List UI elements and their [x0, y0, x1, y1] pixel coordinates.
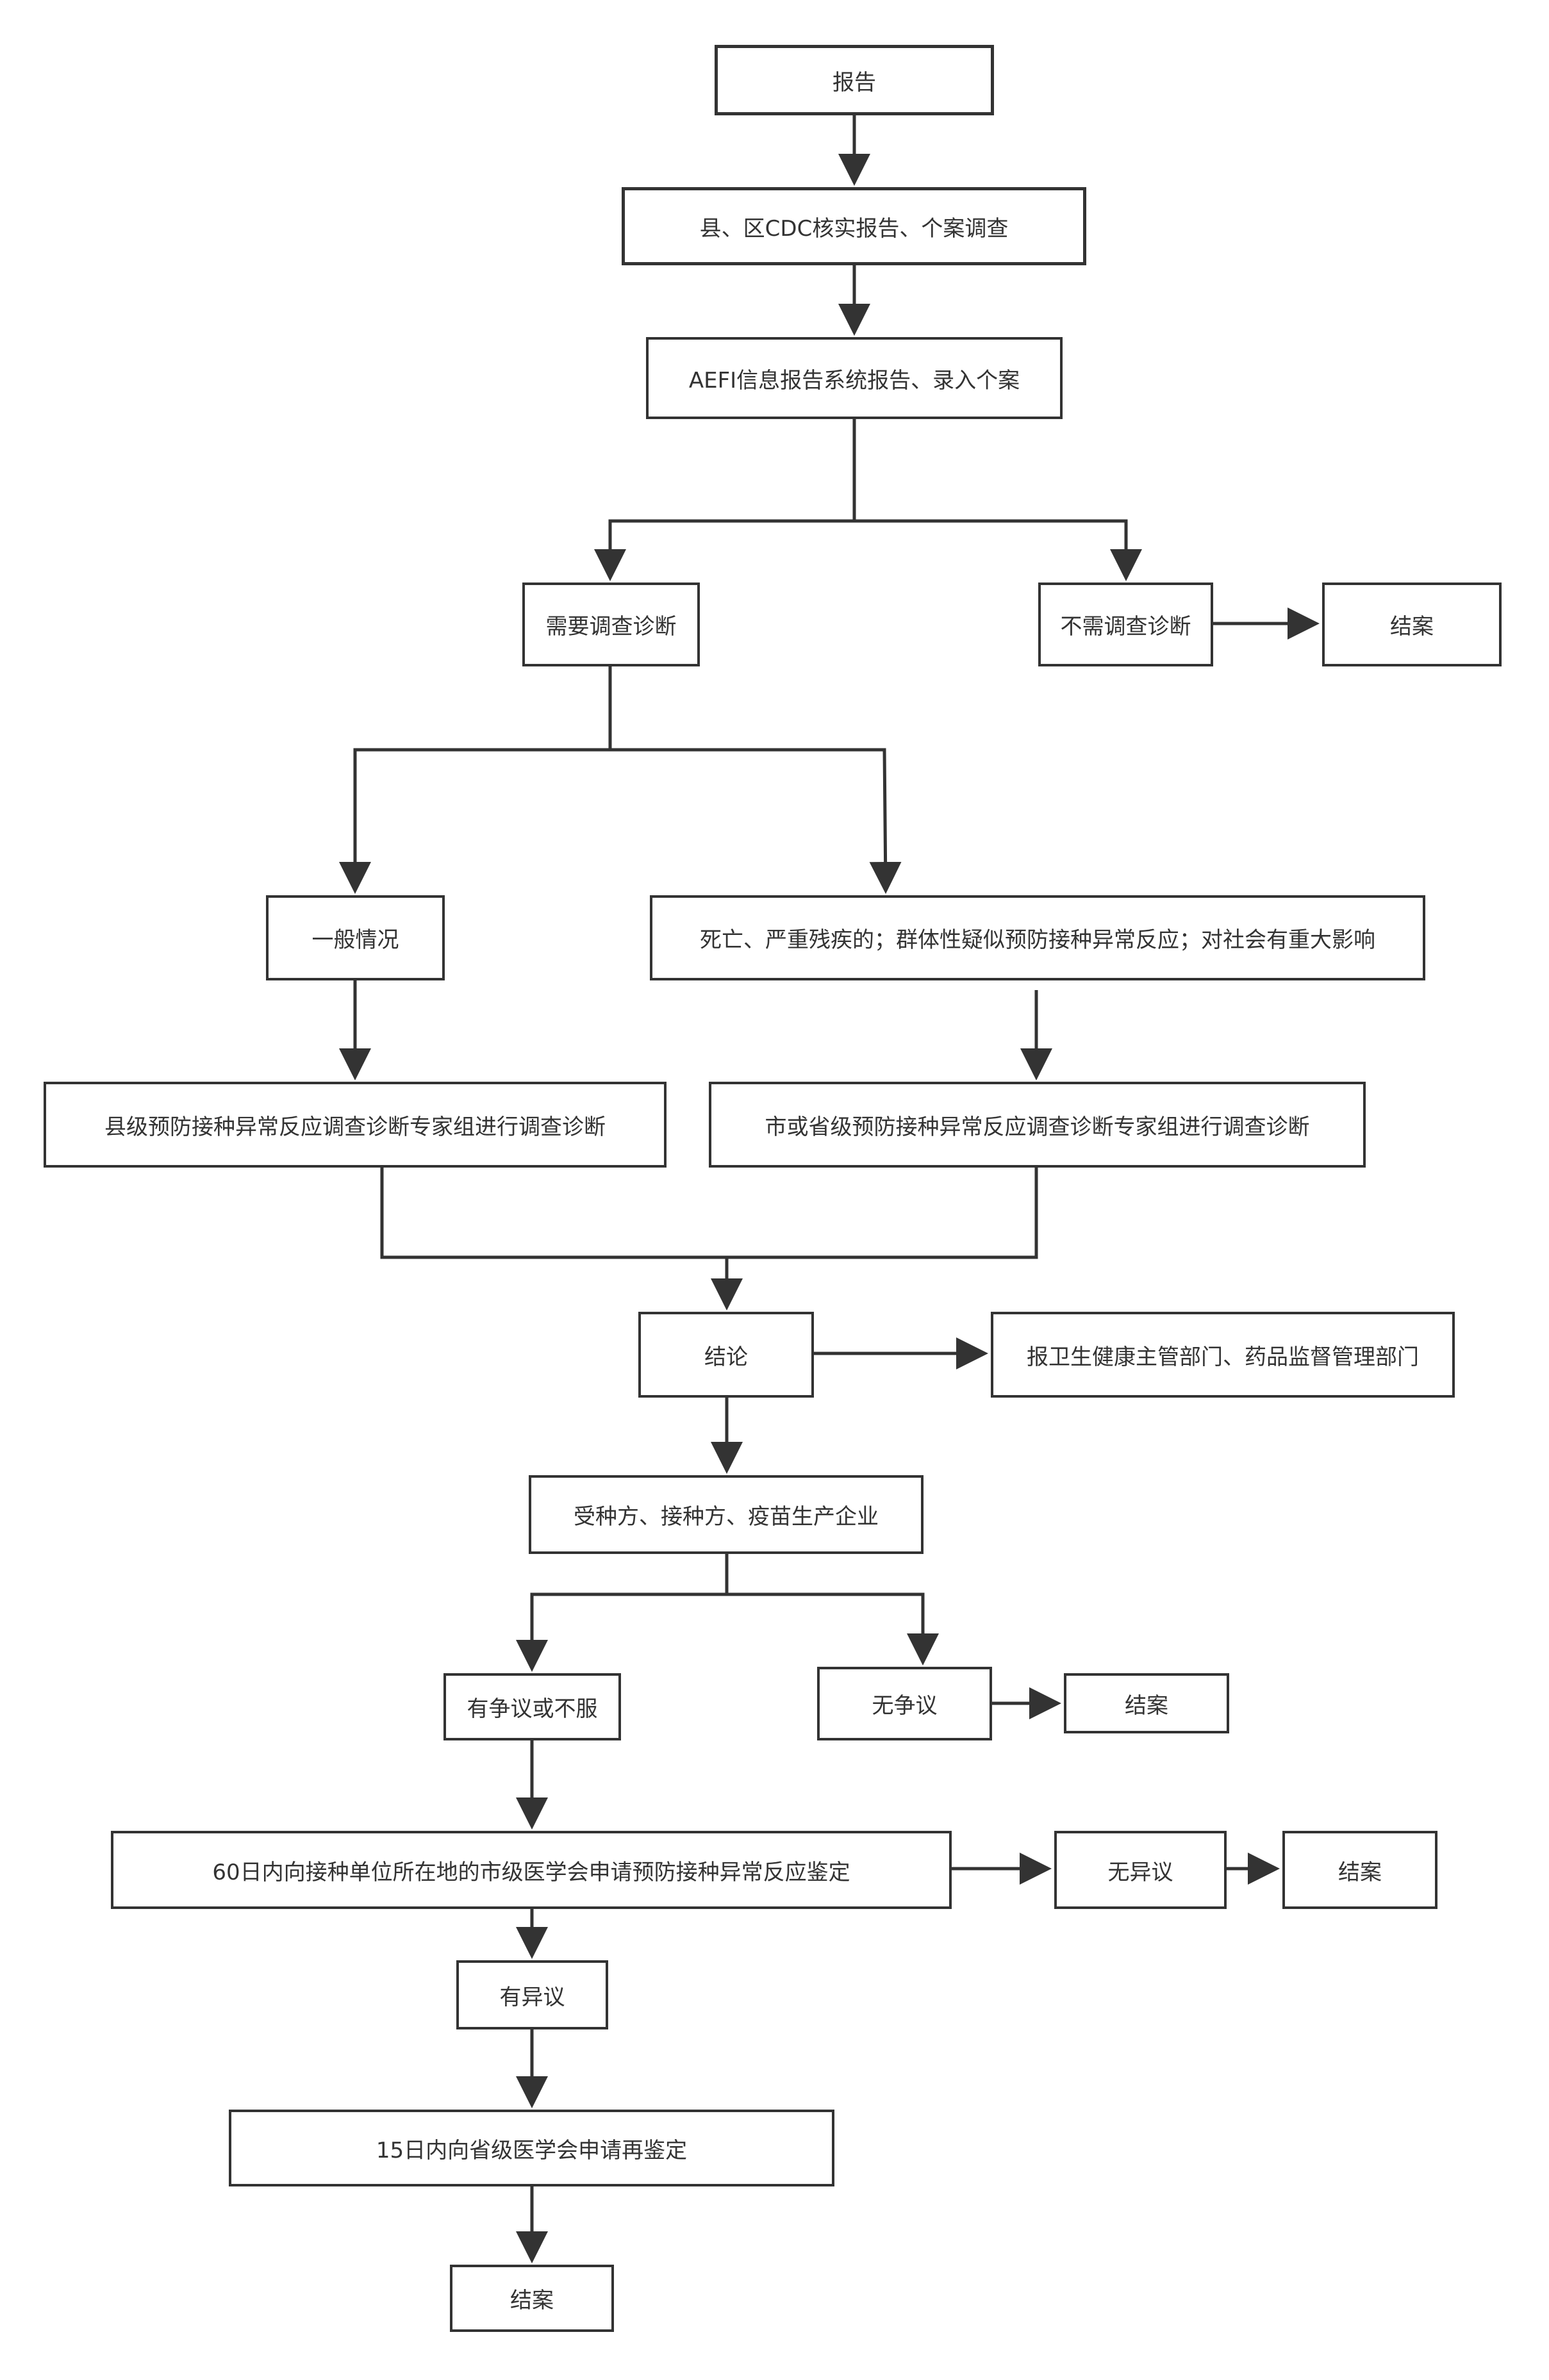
- node-close-1: 结案: [1322, 583, 1502, 666]
- edge-aefi-to-no-investigation: [854, 519, 1142, 581]
- node-report: 报告: [715, 45, 994, 115]
- node-close-2: 结案: [1064, 1673, 1229, 1733]
- node-county-expert: 县级预防接种异常反应调查诊断专家组进行调查诊断: [44, 1082, 667, 1168]
- node-county-verify: 县、区CDC核实报告、个案调查: [622, 187, 1086, 265]
- node-city-appraisal: 60日内向接种单位所在地的市级医学会申请预防接种异常反应鉴定: [111, 1831, 952, 1909]
- edge-experts-merge: [380, 1168, 1038, 1259]
- edge-aefi-split: [594, 419, 856, 581]
- node-parties: 受种方、接种方、疫苗生产企业: [529, 1475, 924, 1554]
- node-no-objection: 无异议: [1054, 1831, 1227, 1909]
- edge-need-split-serious: [610, 748, 902, 894]
- node-conclusion: 结论: [638, 1312, 814, 1398]
- node-general-case: 一般情况: [266, 895, 445, 980]
- node-city-province-expert: 市或省级预防接种异常反应调查诊断专家组进行调查诊断: [709, 1082, 1366, 1168]
- edge-need-split-general: [339, 666, 612, 894]
- node-province-reappraisal: 15日内向省级医学会申请再鉴定: [229, 2110, 834, 2186]
- node-objection: 有异议: [456, 1960, 608, 2029]
- node-no-dispute: 无争议: [817, 1667, 992, 1740]
- node-need-investigation: 需要调查诊断: [522, 583, 700, 666]
- node-dispute: 有争议或不服: [443, 1673, 621, 1740]
- edge-parties-split-dispute: [516, 1554, 729, 1672]
- node-serious-case: 死亡、严重残疾的；群体性疑似预防接种异常反应；对社会有重大影响: [650, 895, 1425, 980]
- node-aefi-system: AEFI信息报告系统报告、录入个案: [646, 337, 1063, 419]
- node-report-departments: 报卫生健康主管部门、药品监督管理部门: [991, 1312, 1455, 1398]
- edge-parties-split-no-dispute: [727, 1592, 939, 1665]
- node-no-investigation: 不需调查诊断: [1038, 583, 1213, 666]
- node-close-4: 结案: [450, 2265, 614, 2332]
- node-close-3: 结案: [1282, 1831, 1437, 1909]
